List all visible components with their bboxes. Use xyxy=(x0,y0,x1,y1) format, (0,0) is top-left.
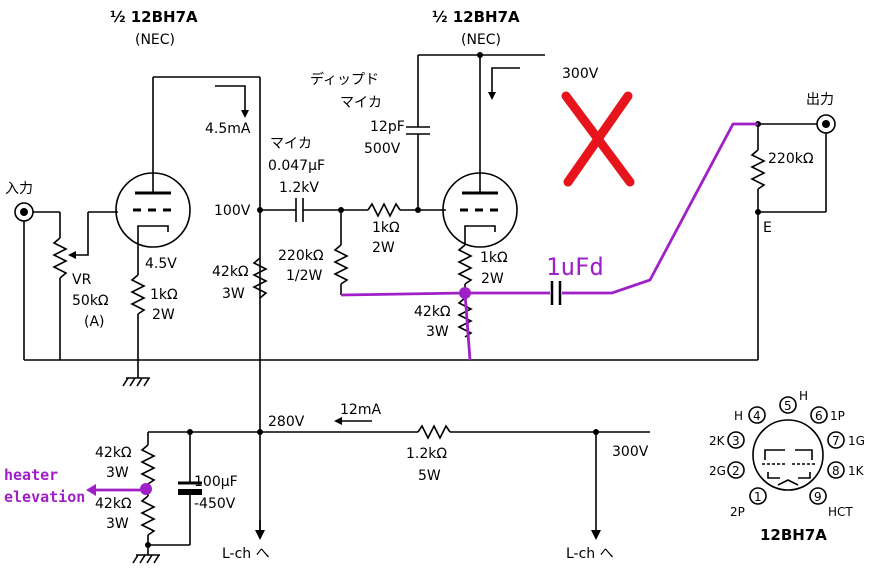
current-v1-label: 4.5mA xyxy=(205,121,251,137)
cap-filter-v-label: -450V xyxy=(194,496,236,512)
r-grid-stop-w-label: 2W xyxy=(372,240,395,256)
cap-filter-label: 100μF xyxy=(194,474,238,490)
r-k2-lower-w-label: 3W xyxy=(426,324,449,340)
resistor-grid-stop-icon xyxy=(367,202,401,218)
resistor-k2-icon xyxy=(457,244,473,285)
pin-5: 5 xyxy=(784,399,792,413)
tube-v2-maker: (NEC) xyxy=(461,32,501,48)
r-out-label: 220kΩ xyxy=(768,151,814,167)
resistor-supply-icon xyxy=(417,424,451,440)
v-280-label: 280V xyxy=(268,414,305,430)
r-supply-w-label: 5W xyxy=(418,468,441,484)
vr-name: VR xyxy=(72,272,92,288)
pin-6: 6 xyxy=(815,409,823,423)
dipped-label-2: マイカ xyxy=(340,95,382,111)
ground-icon xyxy=(122,377,150,387)
pin-label-5: H xyxy=(799,389,808,403)
pin-label-3: 2K xyxy=(709,434,726,448)
tube-v2-title: ½ 12BH7A xyxy=(432,8,520,26)
added-cap-label: 1uFd xyxy=(546,253,604,281)
r-plate-v1-label: 42kΩ xyxy=(212,264,249,280)
output-label: 出力 xyxy=(806,92,834,108)
purple-mod-wires xyxy=(340,122,758,361)
r-grid-stop-label: 1kΩ xyxy=(372,220,400,236)
pinout-title: 12BH7A xyxy=(760,526,827,544)
vr-taper: (A) xyxy=(84,314,105,330)
tube-v1-maker: (NEC) xyxy=(135,32,175,48)
vr-value: 50kΩ xyxy=(72,293,109,309)
tube-v1 xyxy=(115,77,191,248)
cap-coupling-v-label: 1.2kV xyxy=(279,180,319,196)
pin-label-4: H xyxy=(734,409,743,423)
pin-label-2: 2G xyxy=(709,464,726,478)
r-div-bot-w-label: 3W xyxy=(106,516,129,532)
pin-label-8: 1K xyxy=(848,464,865,478)
r-k1-label: 1kΩ xyxy=(150,287,178,303)
r-supply-label: 1.2kΩ xyxy=(406,446,447,462)
input-label: 入力 xyxy=(5,181,33,197)
pin-label-1: 2P xyxy=(730,505,745,519)
lch-right-label: L-ch へ xyxy=(566,546,614,562)
resistor-k1-icon xyxy=(130,274,146,315)
mica-title: マイカ xyxy=(270,136,312,152)
resistor-out-icon xyxy=(750,149,766,190)
pin-3: 3 xyxy=(732,434,740,448)
r-k2-lower-label: 42kΩ xyxy=(414,304,451,320)
pin-4: 4 xyxy=(753,409,761,423)
tube-v1-title: ½ 12BH7A xyxy=(110,8,198,26)
r-grid-leak-label: 220kΩ xyxy=(278,248,324,264)
pin-label-9: HCT xyxy=(828,505,853,519)
r-k2-label: 1kΩ xyxy=(480,250,508,266)
r-k1-w-label: 2W xyxy=(152,307,175,323)
lch-left-label: L-ch へ xyxy=(222,546,270,562)
pin-1: 1 xyxy=(754,490,762,504)
resistor-plate-v1-icon xyxy=(252,257,268,299)
v-100-label: 100V xyxy=(214,203,251,219)
heater-label-2: elevation xyxy=(4,488,85,506)
current-12-label: 12mA xyxy=(340,402,381,418)
pin-label-6: 1P xyxy=(830,409,845,423)
cap-12pf-label: 12pF xyxy=(370,119,405,135)
v-cathode-label: 4.5V xyxy=(145,256,177,272)
r-div-top-w-label: 3W xyxy=(106,465,129,481)
pin-label-7: 1G xyxy=(848,434,865,448)
pin-9: 9 xyxy=(814,490,822,504)
r-div-bot-label: 42kΩ xyxy=(95,496,132,512)
vr-50k-icon xyxy=(52,237,68,279)
pin-8: 8 xyxy=(832,464,840,478)
tube-v2 xyxy=(442,55,518,248)
pinout-diagram xyxy=(727,396,845,505)
pin-7: 7 xyxy=(832,434,840,448)
b-300-top-label: 300V xyxy=(562,66,599,82)
r-k2-w-label: 2W xyxy=(481,271,504,287)
resistor-div-bot-icon xyxy=(140,495,156,536)
b-300-bottom-label: 300V xyxy=(612,444,649,460)
cap-coupling-label: 0.047μF xyxy=(268,158,325,174)
earth-label: E xyxy=(763,220,772,236)
cap-12pf-v-label: 500V xyxy=(364,141,401,157)
resistor-div-top-icon xyxy=(140,444,156,485)
cross-mark-icon xyxy=(561,91,635,187)
r-plate-v1-w-label: 3W xyxy=(222,286,245,302)
heater-label-1: heater xyxy=(4,466,58,484)
r-div-top-label: 42kΩ xyxy=(95,445,132,461)
ground-icon xyxy=(132,554,160,564)
dipped-label-1: ディップド xyxy=(310,71,379,88)
pin-2: 2 xyxy=(732,464,740,478)
resistor-grid-leak-icon xyxy=(333,244,349,285)
r-grid-leak-w-label: 1/2W xyxy=(286,268,323,284)
